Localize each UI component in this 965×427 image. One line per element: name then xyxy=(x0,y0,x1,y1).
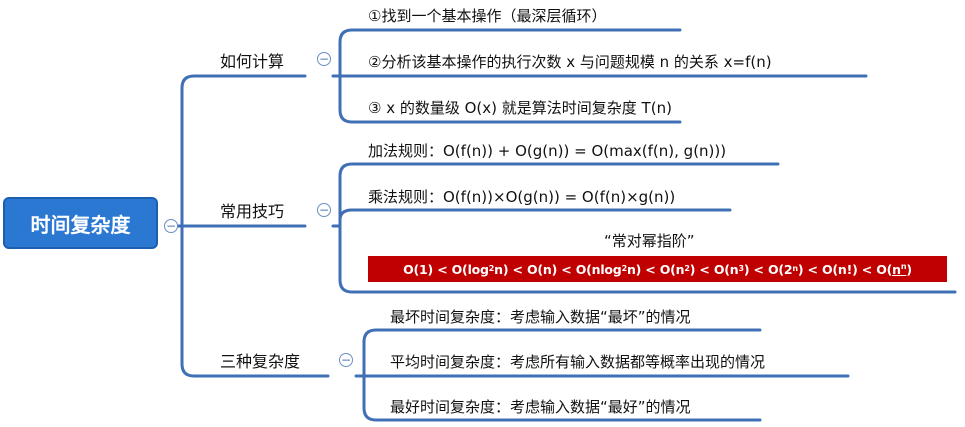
minus-icon: − xyxy=(318,203,330,217)
b3-child-best-case[interactable]: 最好时间复杂度：考虑输入数据“最好”的情况 xyxy=(390,398,691,416)
order-part: n xyxy=(892,261,901,277)
b1-child-2[interactable]: ②分析该基本操作的执行次数 x 与问题规模 n 的关系 x=f(n) xyxy=(368,53,772,71)
b1-child-1[interactable]: ①找到一个基本操作（最深层循环） xyxy=(368,7,607,25)
connector-b1-c1 xyxy=(338,28,682,78)
order-part: ) xyxy=(906,261,912,277)
minus-icon: − xyxy=(318,52,330,66)
b1-child-3[interactable]: ③ x 的数量级 O(x) 就是算法时间复杂度 T(n) xyxy=(368,99,672,117)
connector-root-to-branch-1 xyxy=(176,74,210,228)
root-label: 时间复杂度 xyxy=(30,212,131,237)
branch-label-how-to-calculate[interactable]: 如何计算 xyxy=(220,52,285,71)
order-sup: n xyxy=(900,261,907,271)
branch-label-common-techniques[interactable]: 常用技巧 xyxy=(220,202,285,221)
root-node[interactable]: 时间复杂度 xyxy=(3,197,158,249)
connector-b2-c1 xyxy=(338,162,780,228)
branch-2-collapse-toggle[interactable]: − xyxy=(317,203,331,217)
connector-b2-c2 xyxy=(338,208,732,228)
branch-3-collapse-toggle[interactable]: − xyxy=(339,353,353,367)
b2-child-multiplication-rule[interactable]: 乘法规则：O(f(n))×O(g(n)) = O(f(n)×g(n)) xyxy=(368,188,676,206)
connector-b3-c3 xyxy=(362,374,762,422)
order-nn: nn xyxy=(892,262,906,277)
branch-1-collapse-toggle[interactable]: − xyxy=(317,52,331,66)
minus-icon: − xyxy=(340,353,352,367)
connector-root-to-branch-3 xyxy=(180,224,210,378)
connector-b3-c1 xyxy=(362,328,762,378)
connector-lines xyxy=(176,28,957,422)
order-part: n) < O(n xyxy=(626,261,685,277)
b3-child-average-case[interactable]: 平均时间复杂度：考虑所有输入数据都等概率出现的情况 xyxy=(390,353,766,371)
order-part: ) < O(2 xyxy=(743,261,793,277)
order-part: n) < O(n) < O(nlog xyxy=(494,261,622,277)
order-part: ) < O(n xyxy=(689,261,739,277)
minus-icon: − xyxy=(165,219,177,233)
order-mnemonic-title: “常对幂指阶” xyxy=(604,232,695,250)
b2-child-addition-rule[interactable]: 加法规则：O(f(n)) + O(g(n)) = O(max(f(n), g(n… xyxy=(368,142,727,160)
connector-b2-c3 xyxy=(338,224,957,294)
connector-b1-c3 xyxy=(338,74,682,124)
b3-child-worst-case[interactable]: 最坏时间复杂度：考虑输入数据“最坏”的情况 xyxy=(390,308,691,326)
order-part: ) < O(n!) < O( xyxy=(797,261,893,277)
root-collapse-toggle[interactable]: − xyxy=(164,219,178,233)
branch-label-three-complexities[interactable]: 三种复杂度 xyxy=(220,352,301,371)
order-part: O(1) < O(log xyxy=(403,261,489,277)
